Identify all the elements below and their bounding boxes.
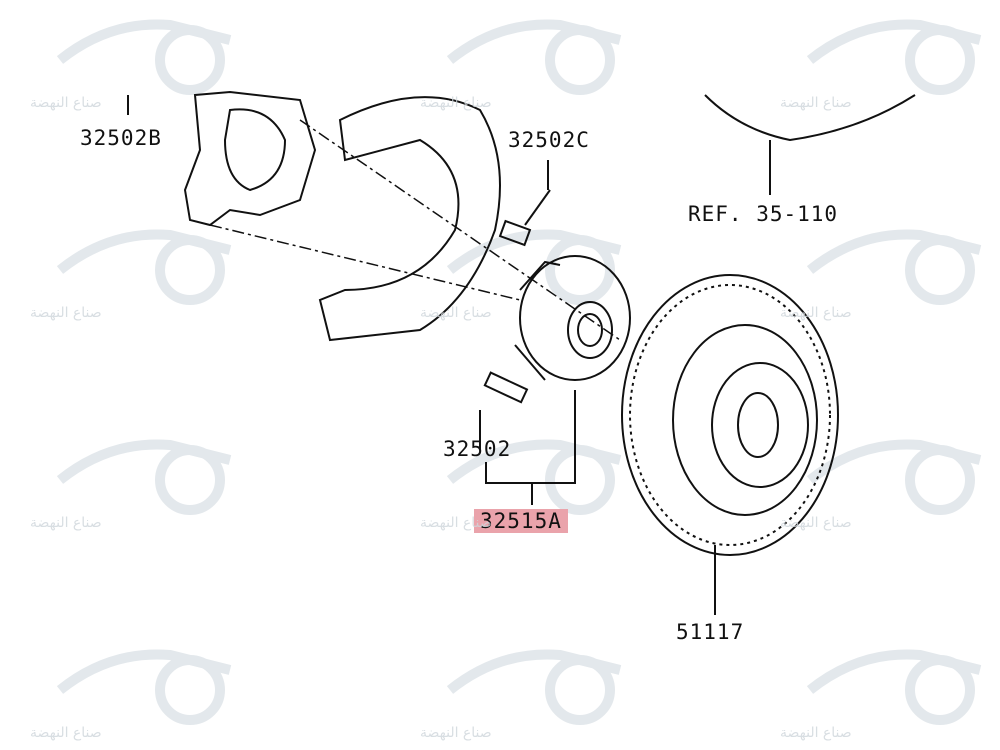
brake-rotor xyxy=(621,274,839,556)
hub-assembly xyxy=(514,255,631,381)
watermark-text: صناع النهضة xyxy=(30,305,102,321)
watermark-car-icon xyxy=(56,229,232,274)
watermark-car-icon xyxy=(446,649,622,694)
watermark-logos xyxy=(56,19,982,725)
steering-knuckle xyxy=(183,90,317,227)
watermark-car-icon xyxy=(446,19,622,64)
label-32502c: 32502C xyxy=(508,128,590,152)
watermark-car-icon xyxy=(56,649,232,694)
watermark-text: صناع النهضة xyxy=(780,305,852,321)
watermark-car-icon xyxy=(56,439,232,484)
wheel-stud xyxy=(483,371,529,404)
watermark-car-icon xyxy=(806,19,982,64)
watermark-car-icon xyxy=(56,19,232,64)
watermark-text: صناع النهضة xyxy=(30,515,102,531)
label-ref: REF. 35-110 xyxy=(688,202,839,226)
watermark-text: صناع النهضة xyxy=(780,515,852,531)
leader-lines xyxy=(127,95,771,615)
watermark-text: صناع النهضة xyxy=(780,95,852,111)
watermark-car-icon xyxy=(446,229,622,274)
watermark-text: صناع النهضة xyxy=(420,95,492,111)
watermark-text: صناع النهضة xyxy=(30,725,102,741)
watermark-car-icon xyxy=(806,229,982,274)
label-32515a-highlighted[interactable]: 32515A xyxy=(474,509,568,533)
label-51117: 51117 xyxy=(676,620,745,644)
watermark-car-icon xyxy=(806,439,982,484)
reference-part xyxy=(704,94,916,142)
label-32502b: 32502B xyxy=(80,126,162,150)
watermark-car-icon xyxy=(446,439,622,484)
watermark-text: صناع النهضة xyxy=(780,725,852,741)
watermark-text: صناع النهضة xyxy=(420,515,492,531)
label-32502: 32502 xyxy=(443,437,512,461)
bolt-32502c xyxy=(498,189,551,247)
watermark-text: صناع النهضة xyxy=(420,725,492,741)
watermark-text: صناع النهضة xyxy=(30,95,102,111)
dust-shield xyxy=(318,96,501,342)
watermark-text: صناع النهضة xyxy=(420,305,492,321)
watermark-car-icon xyxy=(806,649,982,694)
